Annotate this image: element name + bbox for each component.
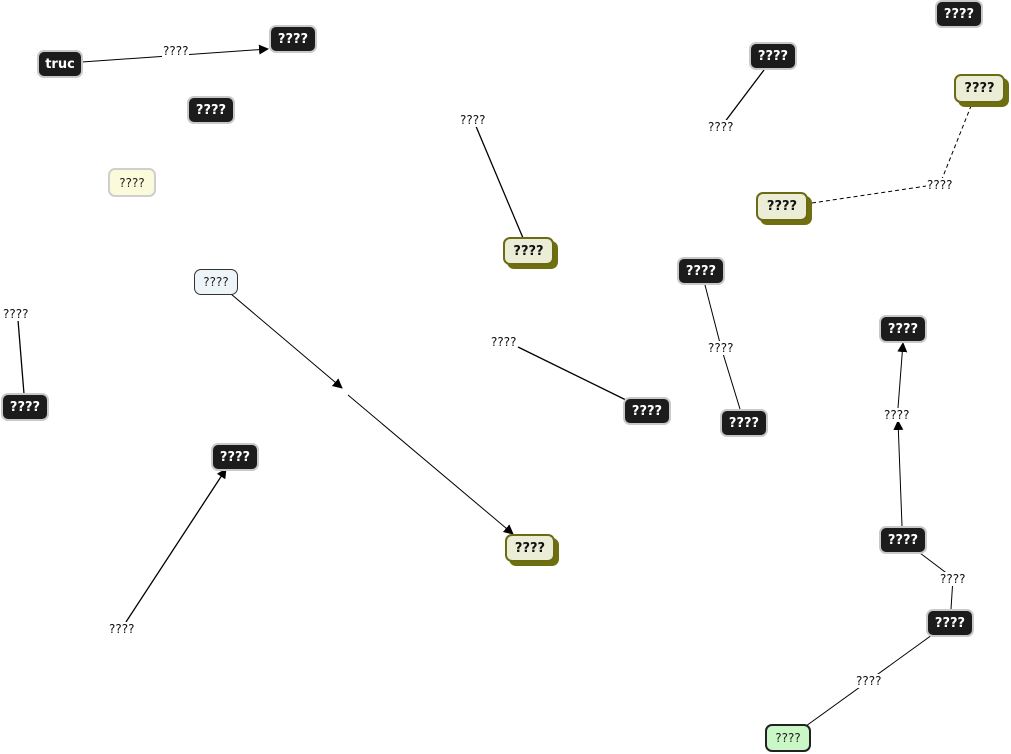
node-olive-mid[interactable]: ???? — [503, 237, 554, 265]
edge-r3-to-r1 — [893, 420, 904, 527]
edge-label-to-dark-low — [125, 468, 227, 623]
edge-dark-to-label — [723, 69, 765, 124]
node-olive-low[interactable]: ???? — [505, 534, 555, 562]
edge-label: ???? — [490, 335, 518, 349]
node-dark-low[interactable]: ???? — [211, 443, 259, 471]
node-mid-left[interactable]: ???? — [187, 96, 235, 124]
node-cream[interactable]: ???? — [108, 168, 156, 197]
node-top-right[interactable]: ???? — [935, 0, 983, 28]
node-pale[interactable]: ???? — [194, 269, 238, 295]
node-dark-r3[interactable]: ???? — [879, 526, 927, 554]
edge-label-to-r1 — [897, 342, 908, 409]
node-dark-left[interactable]: ???? — [1, 393, 49, 421]
edge-label: ???? — [707, 120, 735, 134]
edge-label: ???? — [162, 44, 190, 58]
node-olive-right[interactable]: ???? — [954, 74, 1005, 103]
edge-label: ???? — [2, 307, 30, 321]
edge-label: ???? — [926, 178, 954, 192]
edge-label-to-olive-mid — [474, 123, 524, 239]
edge-label: ???? — [883, 408, 911, 422]
node-green[interactable]: ???? — [765, 724, 811, 752]
edge-label-to-dark-left — [17, 319, 25, 395]
node-dark-mid1[interactable]: ???? — [677, 257, 725, 285]
node-dark-r1[interactable]: ???? — [879, 315, 927, 343]
edge-label: ???? — [855, 674, 883, 688]
edge-label: ???? — [707, 341, 735, 355]
node-dark-tr[interactable]: ???? — [749, 42, 797, 70]
node-dark-r2[interactable]: ???? — [926, 609, 974, 637]
node-dark-mid2[interactable]: ???? — [623, 397, 671, 425]
node-truc[interactable]: truc — [37, 50, 83, 78]
edge-label: ???? — [108, 622, 136, 636]
edge-pale-to-olive-a — [230, 293, 343, 389]
edge-label-to-dark — [517, 346, 627, 401]
edge-pale-to-olive-b — [347, 394, 514, 535]
node-top-left[interactable]: ???? — [269, 25, 317, 53]
edge-label: ???? — [939, 572, 967, 586]
edge-label: ???? — [459, 113, 487, 127]
node-olive-left[interactable]: ???? — [756, 192, 808, 221]
node-dark-mid3[interactable]: ???? — [720, 409, 768, 437]
